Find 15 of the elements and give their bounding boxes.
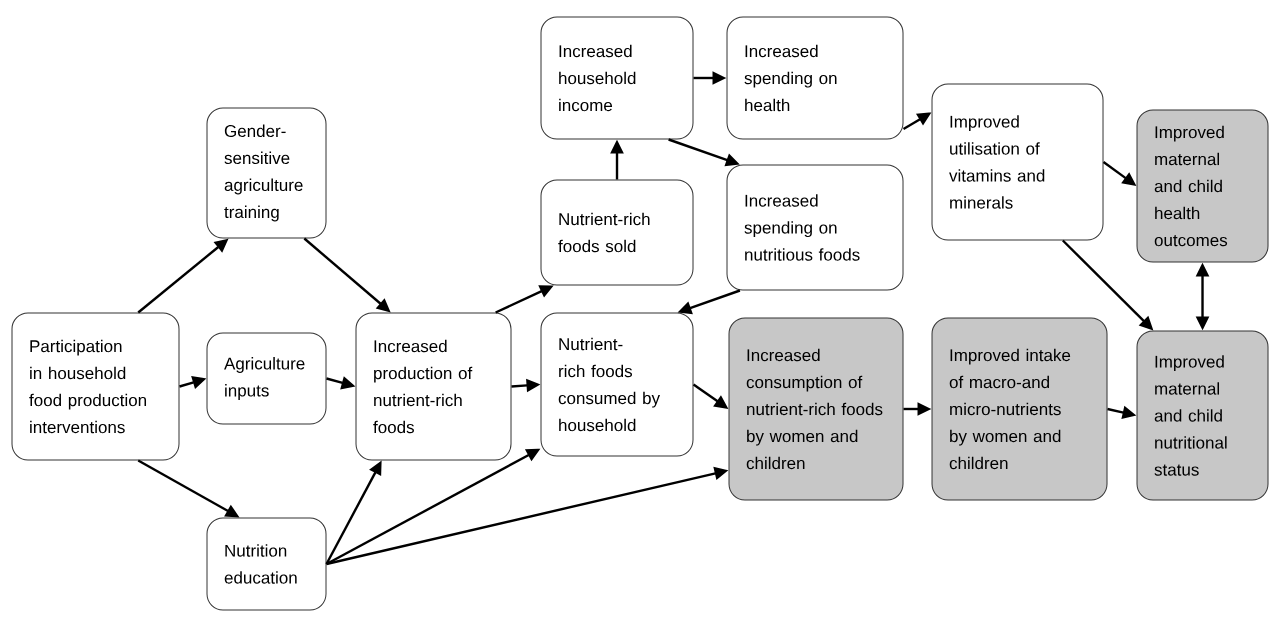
process-box: Increased spending on nutritious foods [726, 164, 904, 291]
process-box: Increased spending on health [726, 16, 904, 140]
process-box: Increased household income [540, 16, 694, 140]
process-box: Improved utilisation of vitamins and minerals [931, 83, 1104, 241]
process-box: Improved maternal and child health outcomes [1136, 109, 1269, 263]
process-box: Gender-sensitive agriculture training [206, 107, 327, 239]
process-box: Improved intake of macro-and micro-nutrients by women and children [931, 317, 1108, 501]
process-box: Nutrition education [206, 517, 327, 611]
process-box: Increased consumption of nutrient-rich foods by women and children [728, 317, 904, 501]
process-box: Agriculture inputs [206, 332, 327, 425]
process-box: Increased production of nutrient-rich foods [355, 312, 512, 461]
process-box: Participation in household food production interventions [11, 312, 180, 461]
process-box: Nutrient-rich foods sold [540, 179, 694, 286]
process-box: Nutrient-rich foods consumed by household [540, 312, 694, 457]
process-box: Improved maternal and child nutritional status [1136, 330, 1269, 501]
